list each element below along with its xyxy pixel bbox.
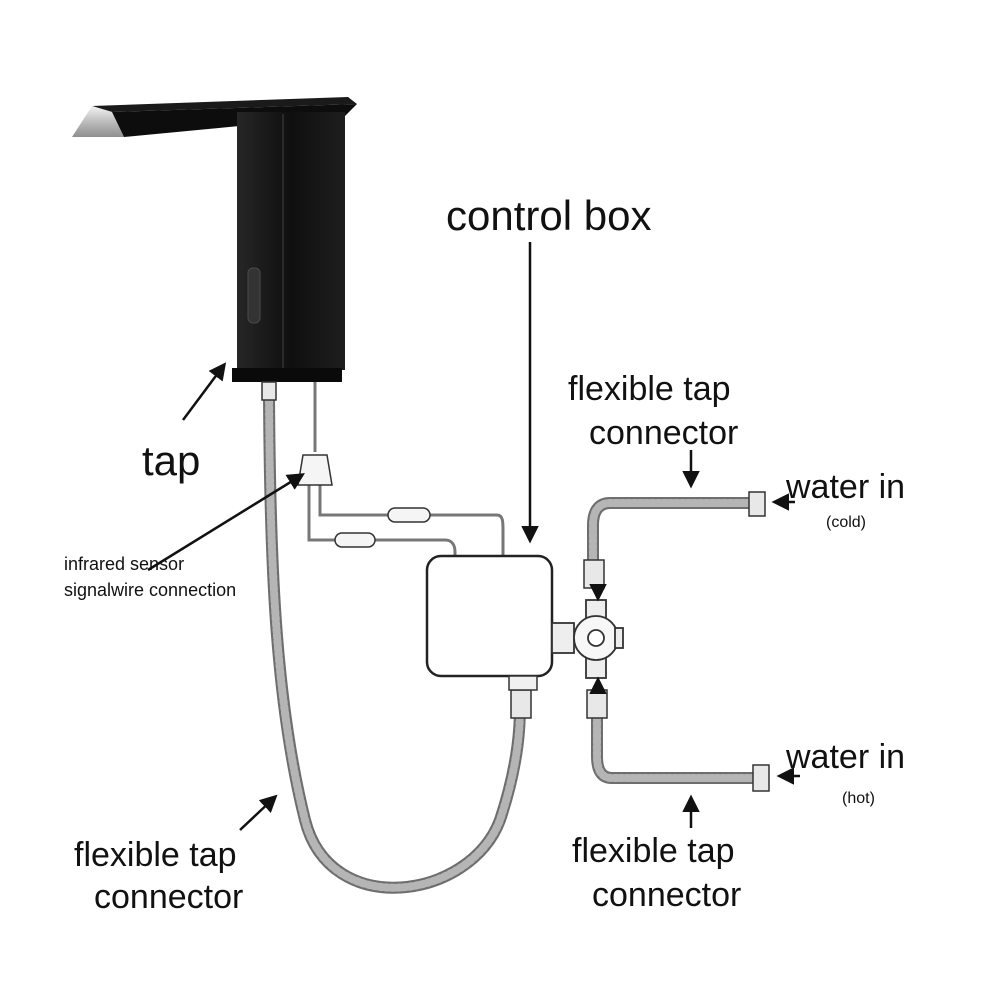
signal-wire-lower-a — [307, 485, 335, 542]
hot-flex-hose — [591, 706, 761, 784]
right-flex-label-line2: connector — [592, 876, 741, 914]
control-box — [425, 554, 554, 678]
cold-flex-label-line2: connector — [589, 414, 738, 452]
water-hot-label: water in — [785, 738, 905, 776]
valve-left-nut — [551, 622, 575, 654]
control-box-label: control box — [446, 192, 651, 239]
mixing-valve — [551, 599, 624, 679]
box-bottom-nut — [510, 689, 532, 719]
control-box-outlet — [508, 675, 538, 691]
labels: control box tap infrared sensor signalwi… — [64, 192, 905, 916]
hot-inlet-nut — [752, 764, 770, 792]
cold-inlet-nut — [748, 491, 766, 517]
tap-spout-chrome — [72, 106, 124, 137]
infrared-sensor-window — [247, 267, 261, 324]
right-flex-label-line1: flexible tap — [572, 832, 735, 870]
tap-arrow — [181, 362, 227, 421]
signal-wire-to-box-b — [375, 538, 457, 558]
arrows — [147, 242, 800, 831]
cold-valve-nut — [583, 559, 605, 589]
sensor-arrow — [147, 473, 305, 572]
left-flex-label-line1: flexible tap — [74, 836, 237, 874]
cold-flex-label-line1: flexible tap — [568, 370, 731, 408]
tap-label: tap — [142, 437, 200, 484]
sensor-connectors — [297, 454, 431, 548]
valve-center — [587, 629, 605, 647]
hot-note-label: (hot) — [842, 790, 875, 807]
left-flex-hose-braid — [265, 391, 524, 892]
signal-wire-to-box-a — [430, 513, 505, 556]
tap-faucet — [72, 97, 357, 382]
hot-valve-nut — [586, 689, 608, 719]
sensor-connector-plug — [297, 454, 333, 486]
cold-flex-hose-braid — [589, 499, 754, 569]
inline-connector-b — [334, 532, 376, 548]
cold-note-label: (cold) — [826, 514, 866, 531]
signal-wire-lower-b — [318, 485, 388, 517]
inline-connector-a — [387, 507, 431, 523]
left-flex-label-line2: connector — [94, 878, 243, 916]
tap-base — [232, 368, 342, 382]
tap-spout-top — [92, 97, 357, 112]
signal-wire — [307, 382, 505, 558]
hot-flex-hose-braid — [593, 708, 759, 782]
valve-bottom-port — [585, 657, 607, 679]
valve-right-cap — [614, 627, 624, 649]
left-hose-arrow — [239, 794, 278, 831]
sensor-label-line1: infrared sensor — [64, 554, 184, 574]
tap-body — [237, 112, 345, 370]
fittings — [261, 381, 770, 792]
water-cold-label: water in — [785, 468, 905, 506]
hoses — [263, 389, 761, 894]
cold-flex-hose — [587, 497, 756, 571]
sensor-label-line2: signalwire connection — [64, 580, 236, 600]
tap-hose-nut — [261, 381, 277, 401]
